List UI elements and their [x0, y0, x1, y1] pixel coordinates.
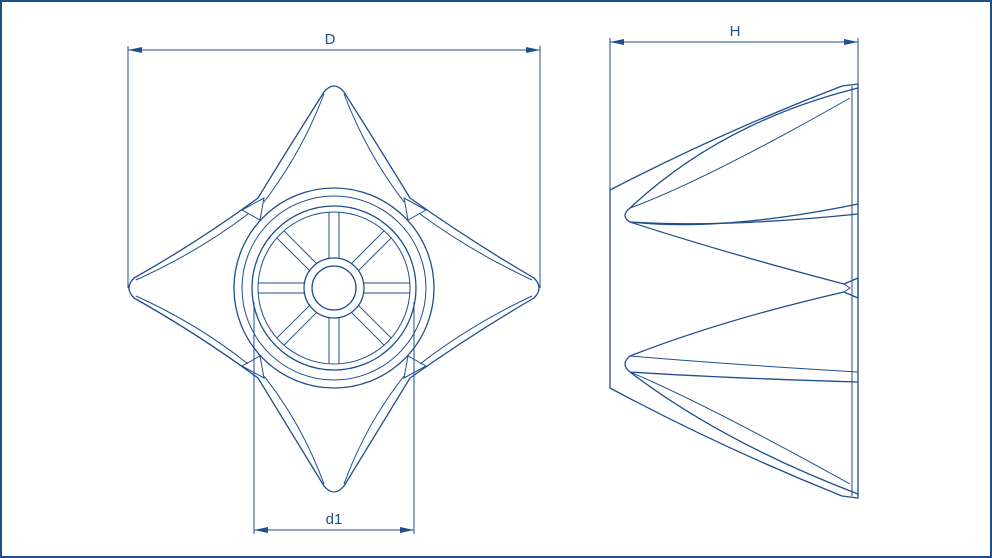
notch-top-right — [403, 197, 428, 221]
hub-outer — [303, 257, 365, 319]
side-view — [609, 83, 859, 499]
inner-ring — [251, 205, 417, 371]
spoke-edge — [351, 230, 385, 264]
dimension-d: D — [127, 31, 541, 288]
spoke-edge — [358, 237, 392, 271]
top-view — [128, 85, 540, 493]
ridge-top-left — [263, 93, 325, 203]
notch-bottom-right — [403, 355, 428, 379]
ridge-bottom-left — [263, 375, 325, 485]
spoke-edge — [276, 237, 310, 271]
notch-bottom-left — [240, 355, 265, 379]
spokes — [258, 212, 410, 364]
notch-top-left — [240, 197, 265, 221]
spoke-edge — [351, 312, 385, 346]
dimension-d-label: D — [325, 31, 336, 48]
ridge-left-top — [135, 213, 249, 281]
ridge-top-right — [343, 93, 405, 203]
ridge-right-top — [419, 213, 533, 281]
spoke-edge — [276, 305, 310, 339]
dimension-d1: d1 — [253, 302, 415, 534]
spoke-edge — [283, 230, 317, 264]
outer-ring — [233, 187, 435, 389]
star-outline — [128, 85, 540, 493]
outer-ring-inner-edge — [241, 195, 427, 381]
ridge-right-bottom — [419, 295, 533, 365]
spoke-edge — [283, 312, 317, 346]
spoke-edge — [358, 305, 392, 339]
hub-bore — [311, 265, 357, 311]
dimension-d1-label: d1 — [326, 511, 343, 528]
ridge-left-bottom — [135, 295, 249, 365]
dimension-h: H — [609, 23, 859, 190]
inner-ring-inner-edge — [257, 211, 411, 365]
ridge-bottom-right — [343, 375, 405, 485]
dimension-h-label: H — [730, 23, 741, 40]
